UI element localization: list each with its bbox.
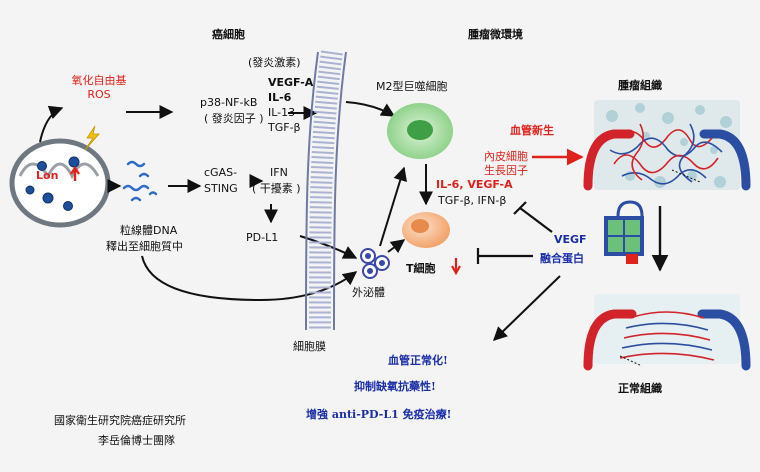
vegf-fusion-protein-icon — [604, 200, 644, 264]
drug-line1: VEGF — [554, 233, 587, 246]
ros-line1: 氧化自由基 — [72, 73, 127, 87]
t-cell-icon — [402, 212, 450, 248]
m2-macrophage-label: M2型巨噬細胞 — [376, 79, 448, 93]
cancer-cell-heading: 癌細胞 — [212, 27, 245, 41]
exosome-to-tcell-arrow — [387, 239, 406, 254]
drug-line2: 融合蛋白 — [540, 251, 584, 265]
endothelial-factor-line1: 內皮細胞 — [484, 150, 528, 163]
exosome-label: 外泌體 — [352, 286, 385, 299]
credit-line2: 李岳倫博士團隊 — [98, 433, 175, 447]
drug-inhibits-tcell-suppression-line — [476, 248, 533, 264]
cytokine-item: IL-13 — [268, 106, 295, 119]
cytokine-item: TGF-β — [267, 121, 301, 134]
dna-fragments-icon — [122, 160, 158, 202]
exosome-icon — [360, 248, 390, 279]
dna-line2: 釋出至細胞質中 — [106, 239, 183, 253]
exosome-to-macrophage-arrow — [379, 166, 407, 247]
tumor-tissue-icon — [583, 100, 751, 191]
tumor-microenvironment-heading: 腫瘤微環境 — [468, 27, 523, 41]
ifn-line1: IFN — [270, 166, 288, 179]
cytokines-heading: (發炎激素) — [248, 55, 301, 69]
drug-to-outcomes-arrow — [492, 275, 561, 341]
outcome-1: 血管正常化! — [388, 353, 448, 367]
ifn-line2: ( 干擾素 ) — [252, 181, 301, 195]
cgas-line2: STING — [204, 182, 238, 195]
macrophage-outputs-line1: IL-6, VEGF-A — [436, 178, 513, 191]
outcome-2: 抑制缺氧抗藥性! — [354, 379, 436, 393]
cell-membrane-label: 細胞膜 — [293, 340, 326, 353]
mitochondrion-icon — [9, 138, 111, 228]
lightning-icon — [84, 125, 100, 151]
credit-line1: 國家衛生研究院癌症研究所 — [54, 413, 186, 427]
lon-up-arrow-icon — [70, 165, 80, 181]
cytokine-item: IL-6 — [268, 91, 292, 104]
t-cell-label: T細胞 — [406, 261, 436, 275]
dna-line1: 粒線體DNA — [120, 223, 178, 237]
cell-membrane — [305, 50, 347, 331]
pdl1-label: PD-L1 — [246, 231, 278, 244]
m2-macrophage-icon — [387, 103, 453, 159]
macrophage-outputs-line2: TGF-β, IFN-β — [437, 194, 506, 207]
outcome-3: 增強 anti-PD-L1 免疫治療! — [306, 407, 451, 421]
angiogenesis-label: 血管新生 — [510, 123, 554, 137]
ros-line2: ROS — [87, 88, 110, 101]
cytokines-to-macrophage-arrow — [345, 101, 396, 117]
p38-line2: ( 發炎因子 ) — [204, 111, 264, 125]
normal-tissue-icon — [583, 294, 751, 371]
lon-label: Lon — [36, 169, 58, 182]
cgas-line1: cGAS- — [204, 166, 237, 179]
tumor-tissue-label: 腫瘤組織 — [618, 78, 662, 92]
cytokine-item: VEGF-A — [268, 76, 314, 89]
p38-line1: p38-NF-kB — [200, 96, 257, 109]
endothelial-factor-line2: 生長因子 — [484, 163, 528, 177]
mito-to-ros-arrow — [39, 105, 64, 143]
drug-inhibits-cytokines-line — [513, 201, 553, 233]
t-cell-down-arrow-icon — [451, 258, 461, 276]
normal-tissue-label: 正常組織 — [618, 381, 662, 395]
